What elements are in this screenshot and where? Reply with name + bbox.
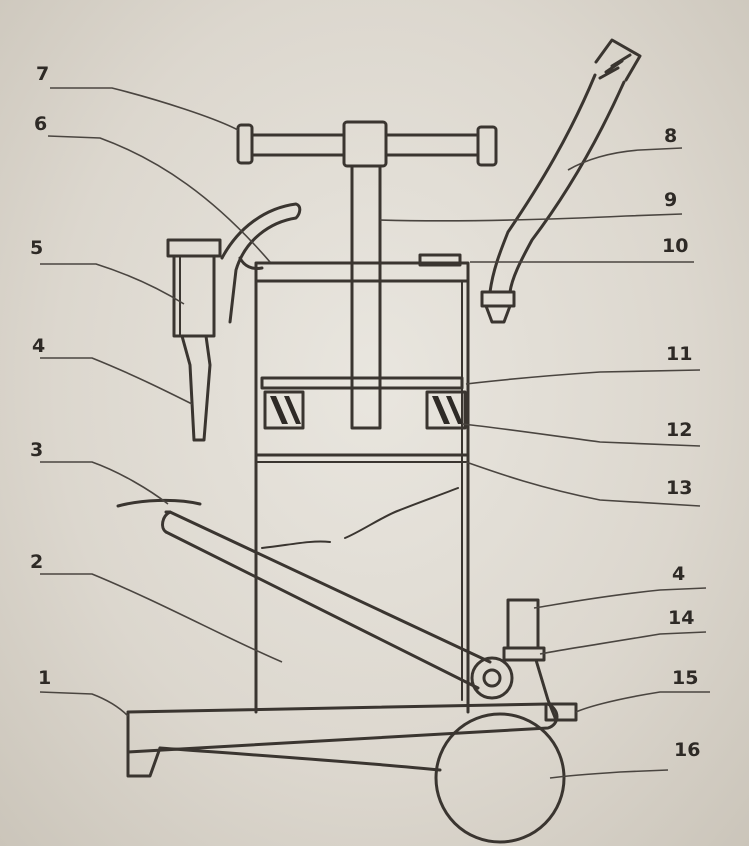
callout-12: 12	[666, 419, 692, 441]
t-handle	[236, 120, 498, 430]
wheel	[434, 712, 566, 844]
hose	[418, 38, 642, 324]
callout-14: 14	[668, 607, 694, 629]
callout-16: 16	[674, 739, 700, 761]
callout-2: 2	[30, 551, 43, 573]
callout-8: 8	[664, 125, 677, 147]
callout-10: 10	[662, 235, 688, 257]
callout-9: 9	[664, 189, 677, 211]
callout-6: 6	[34, 113, 47, 135]
frame	[126, 702, 559, 778]
spray-gun	[166, 202, 302, 442]
callout-11: 11	[666, 343, 692, 365]
callout-labels: 7 6 5 4 3 2 1 8 9 10 11 12 13 4 14 15 16	[30, 63, 700, 761]
callout-4-left: 4	[32, 335, 45, 357]
callout-7: 7	[36, 63, 49, 85]
leader-lines	[39, 87, 710, 779]
cylinder-body	[254, 261, 470, 714]
callout-3: 3	[30, 439, 43, 461]
outlet-valve	[502, 598, 578, 722]
callout-1: 1	[38, 667, 51, 689]
lever	[116, 498, 514, 700]
callout-13: 13	[666, 477, 692, 499]
callout-4-right: 4	[672, 563, 685, 585]
callout-5: 5	[30, 237, 43, 259]
callout-15: 15	[672, 667, 698, 689]
